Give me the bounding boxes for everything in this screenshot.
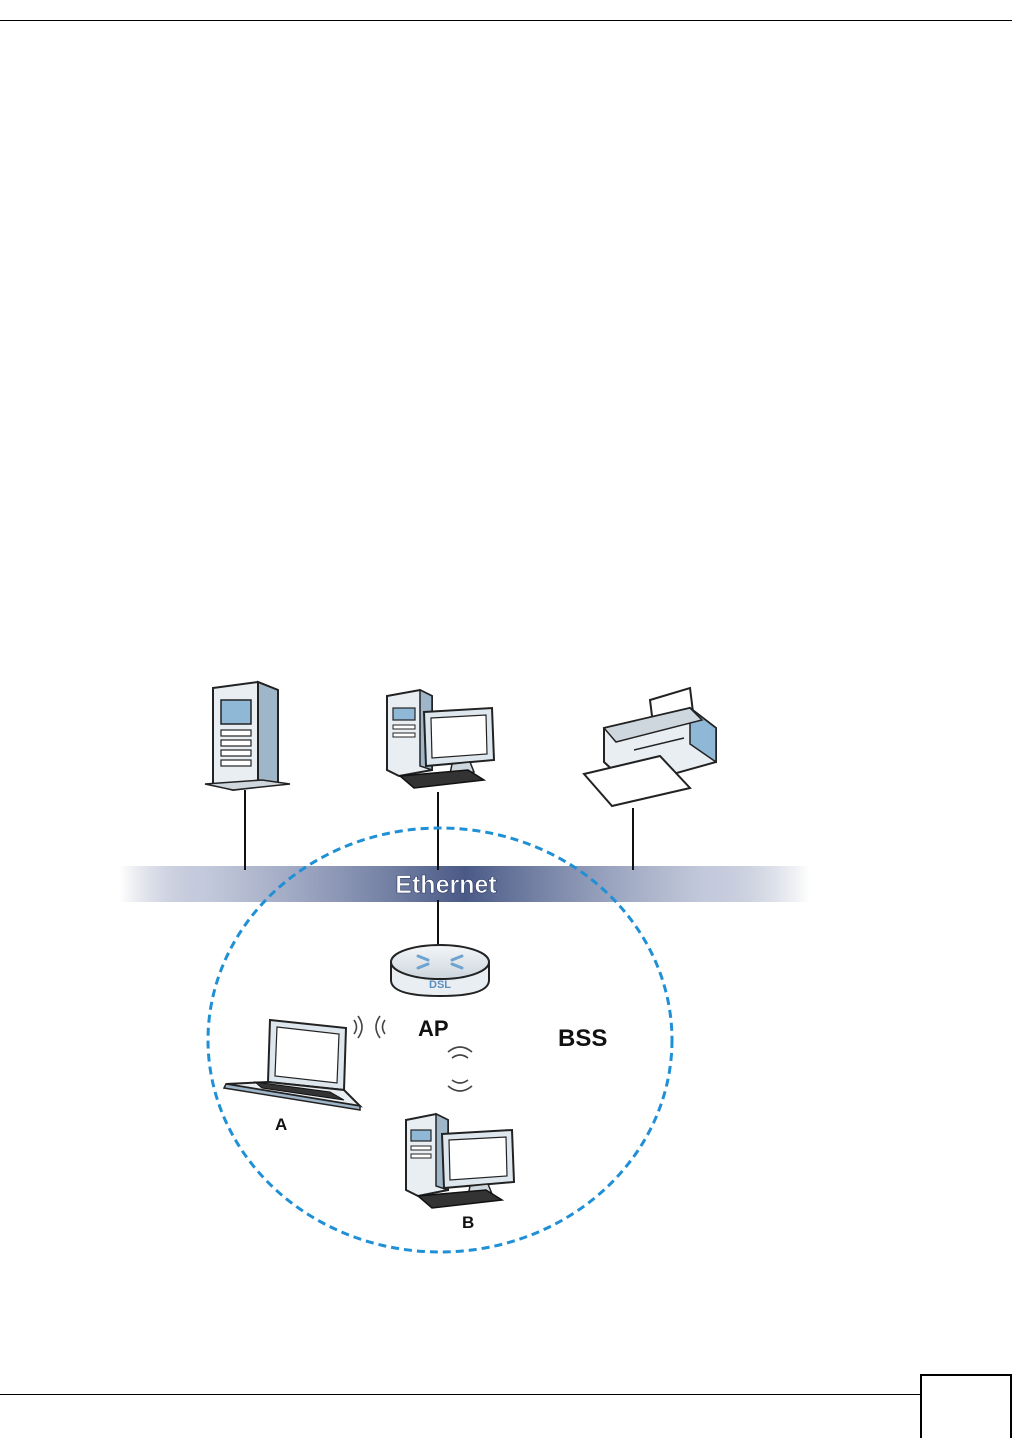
desktop-pc-b-icon [406, 1114, 514, 1208]
desktop-pc-icon [387, 690, 494, 788]
laptop-icon [224, 1020, 360, 1110]
station-a-label: A [275, 1115, 287, 1134]
server-icon [205, 682, 290, 790]
wireless-signal-b-icon [448, 1047, 472, 1091]
station-b-label: B [462, 1213, 474, 1232]
router-badge: DSL [429, 979, 451, 991]
printer-icon [584, 688, 716, 806]
wireless-signal-icon [354, 1016, 385, 1038]
bss-label: BSS [558, 1025, 607, 1052]
ethernet-label: Ethernet [395, 871, 497, 899]
ap-label: AP [418, 1016, 449, 1041]
